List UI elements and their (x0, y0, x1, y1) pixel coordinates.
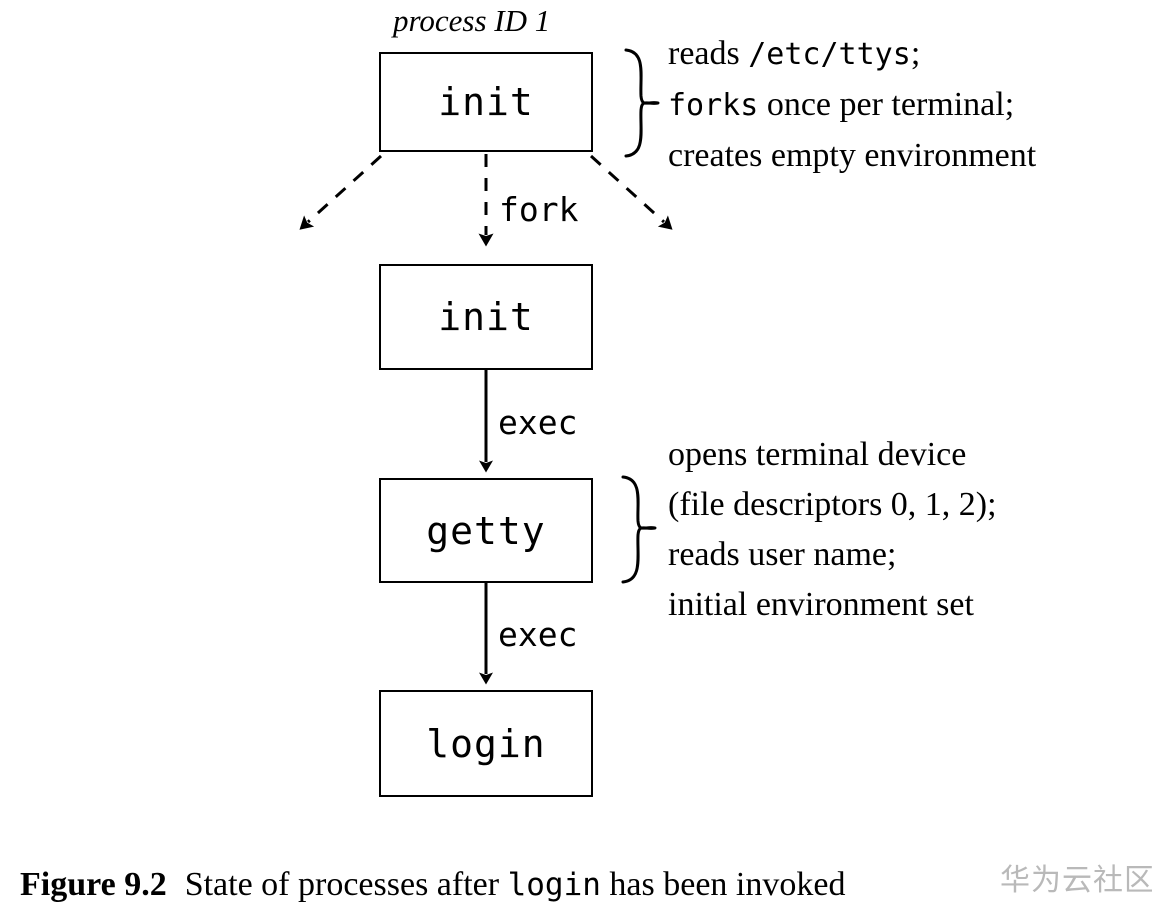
edge-label-exec-init-getty: exec (496, 403, 580, 442)
process-id-label: process ID 1 (393, 3, 551, 38)
annotation-code-run: /etc/ttys (748, 37, 911, 72)
edge-fork-right (589, 154, 673, 230)
annotation-line: reads user name; (668, 530, 997, 580)
annotation-getty: opens terminal device (file descriptors … (668, 430, 997, 630)
process-box-label: getty (426, 508, 546, 553)
edge-label-fork: fork (497, 190, 581, 229)
annotation-init: reads /etc/ttys; forks once per terminal… (668, 29, 1036, 181)
annotation-text-run: once per terminal; (758, 86, 1015, 123)
annotation-text-run: reads user name; (668, 536, 897, 573)
brace-init (624, 48, 660, 158)
annotation-text-run: (file descriptors 0, 1, 2); (668, 486, 997, 523)
annotation-text-run: reads (668, 35, 749, 72)
annotation-line: creates empty environment (668, 131, 1036, 181)
caption-mono-term: login (507, 867, 601, 903)
caption-number: Figure 9.2 (20, 866, 167, 903)
process-box-label: login (426, 721, 546, 766)
figure-caption: Figure 9.2 State of processes after login… (20, 866, 845, 904)
annotation-text-run: initial environment set (668, 586, 974, 623)
process-box-init-top[interactable]: init (379, 52, 593, 152)
edge-fork-left (299, 154, 383, 230)
annotation-code-run: forks (668, 88, 759, 123)
annotation-line: (file descriptors 0, 1, 2); (668, 480, 997, 530)
annotation-text-run: creates empty environment (668, 137, 1037, 174)
edge-label-exec-getty-login: exec (496, 615, 580, 654)
process-box-label: init (438, 80, 534, 124)
annotation-line: forks once per terminal; (668, 80, 1036, 131)
process-box-login[interactable]: login (379, 690, 593, 797)
annotation-line: reads /etc/ttys; (668, 29, 1036, 80)
annotation-line: opens terminal device (668, 430, 997, 480)
annotation-text-run: opens terminal device (668, 436, 967, 473)
annotation-line: initial environment set (668, 580, 997, 630)
brace-getty (621, 475, 657, 584)
annotation-text-run: ; (910, 35, 921, 72)
caption-text-after: has been invoked (600, 866, 846, 903)
process-box-getty[interactable]: getty (379, 478, 593, 583)
process-box-label: init (438, 295, 534, 339)
process-box-init-child[interactable]: init (379, 264, 593, 370)
caption-text-before: State of processes after (184, 866, 508, 903)
